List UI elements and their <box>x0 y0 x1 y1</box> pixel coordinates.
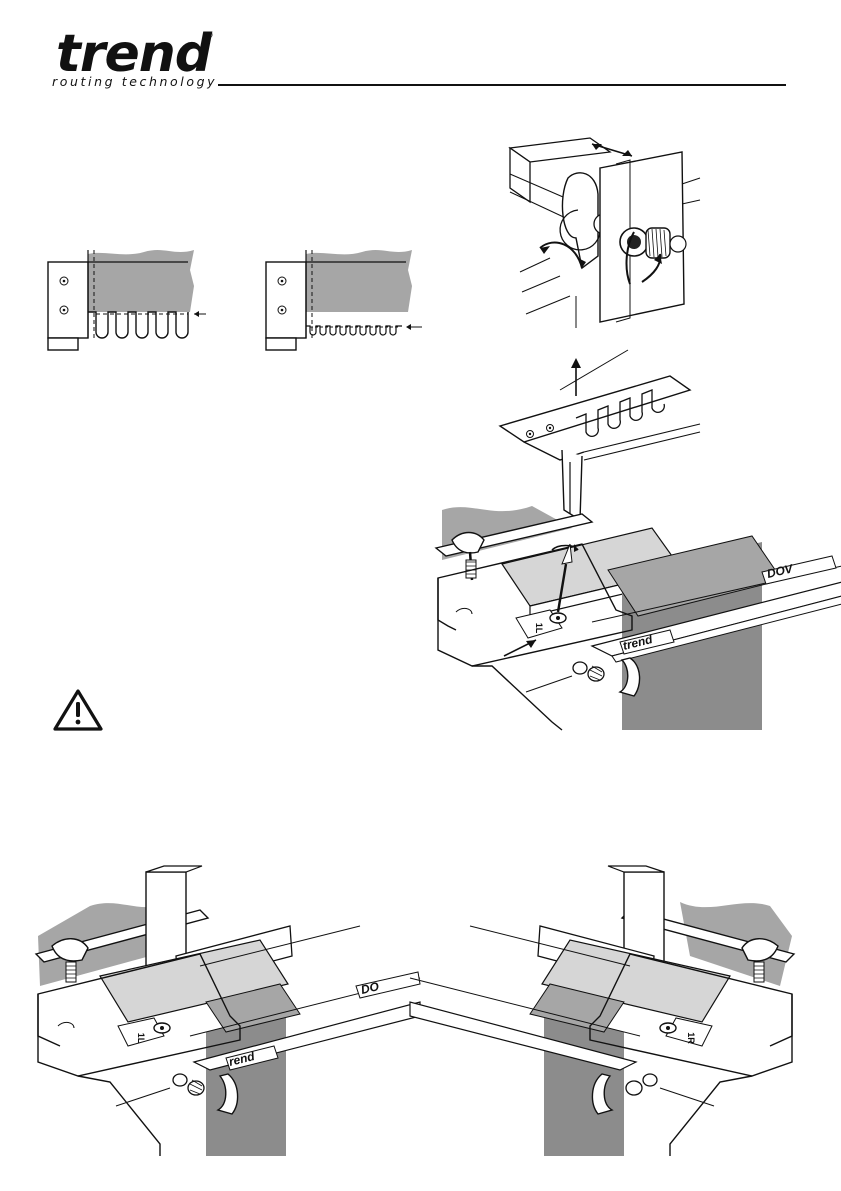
registered-mark: ® <box>206 30 213 40</box>
jig-right-setup-diagram: 1R <box>410 866 800 1156</box>
template-lift-off-diagram <box>500 350 700 520</box>
bottom-template-marker-left: 1L <box>136 1033 146 1044</box>
template-marker-right: 1R <box>686 1032 696 1044</box>
template-adjuster-knob-detail <box>500 128 700 338</box>
warning-triangle-icon <box>52 688 104 732</box>
template-marker-left: 1L <box>534 623 544 634</box>
brand-tagline: routing technology <box>52 74 217 89</box>
jig-left-setup-diagram: 1L DO rend <box>30 866 420 1156</box>
wide-finger-template-diagram <box>44 246 204 356</box>
brand-logo: trend ® routing technology <box>50 26 220 92</box>
header-rule <box>218 84 786 86</box>
narrow-finger-template-diagram <box>262 246 422 356</box>
jig-template-screw-diagram: 1L DOV trend <box>432 500 841 730</box>
